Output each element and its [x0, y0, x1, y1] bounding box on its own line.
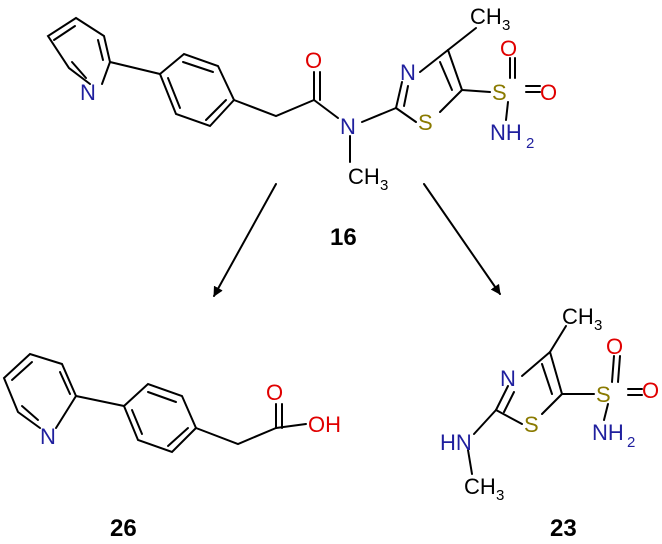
compound-16-structure: N O N CH 3 N S CH 3 S O O NH 2 [46, 4, 557, 194]
arrow-to-26 [213, 183, 277, 297]
biaryl-bond [109, 61, 161, 75]
so-bond-up [611, 355, 615, 383]
atom-N: N [40, 424, 56, 449]
arrow-to-23 [423, 183, 501, 295]
so-bond-up-2 [617, 355, 621, 383]
ring-methyl-bond [549, 325, 567, 353]
ring-nh-bond [473, 409, 497, 435]
c-oh-bond [275, 423, 307, 429]
s-n-bond [603, 403, 609, 421]
pyridine-ring [2, 352, 77, 429]
ring-methyl-bond [447, 27, 477, 51]
amide-bond [313, 99, 339, 119]
atom-CH: CH [464, 474, 496, 499]
atom-HN: HN [440, 430, 472, 455]
atom-NH: NH [592, 420, 624, 445]
atom-N: N [340, 114, 356, 139]
thiazole-ring [395, 49, 463, 123]
atom-S: S [524, 412, 539, 437]
atom-CH: CH [470, 4, 502, 29]
subscript-2: 2 [627, 434, 635, 451]
subscript-3: 3 [380, 177, 388, 194]
atom-S: S [492, 80, 507, 105]
benzene-ring [158, 52, 236, 128]
subscript-3: 3 [502, 17, 510, 34]
atom-N: N [400, 60, 416, 85]
s-n-bond [505, 101, 509, 121]
pyridine-ring [46, 16, 111, 85]
subscript-3: 3 [594, 317, 602, 334]
subscript-3: 3 [496, 487, 504, 504]
atom-CH: CH [562, 304, 594, 329]
atom-O: O [305, 48, 322, 73]
subscript-2: 2 [526, 135, 534, 152]
biaryl-bond [75, 395, 125, 407]
atom-O: O [606, 334, 623, 359]
atom-OH: OH [308, 412, 341, 437]
compound-label-23: 23 [550, 515, 577, 542]
atom-O: O [500, 36, 517, 61]
compound-label-26: 26 [110, 515, 137, 542]
atom-O: O [540, 80, 557, 105]
atom-N: N [80, 80, 96, 105]
atom-S: S [596, 382, 611, 407]
compound-23-structure: CH 3 N S S O O NH 2 HN CH 3 [440, 304, 659, 504]
thiazole-ring [495, 351, 563, 425]
nh-methyl-bond [467, 449, 473, 475]
compound-label-16: 16 [330, 224, 357, 251]
compound-26-structure: N O OH [2, 352, 341, 454]
acyl-chain [233, 99, 315, 118]
atom-NH: NH [490, 120, 522, 145]
atom-S: S [418, 110, 433, 135]
c-s-bond [461, 89, 491, 93]
atom-CH: CH [348, 164, 380, 189]
benzene-ring [122, 382, 198, 454]
atom-O: O [642, 378, 659, 403]
atom-N: N [500, 366, 516, 391]
n-thiazole-bond [361, 107, 397, 123]
acid-chain [195, 427, 277, 446]
atom-O: O [266, 380, 283, 405]
